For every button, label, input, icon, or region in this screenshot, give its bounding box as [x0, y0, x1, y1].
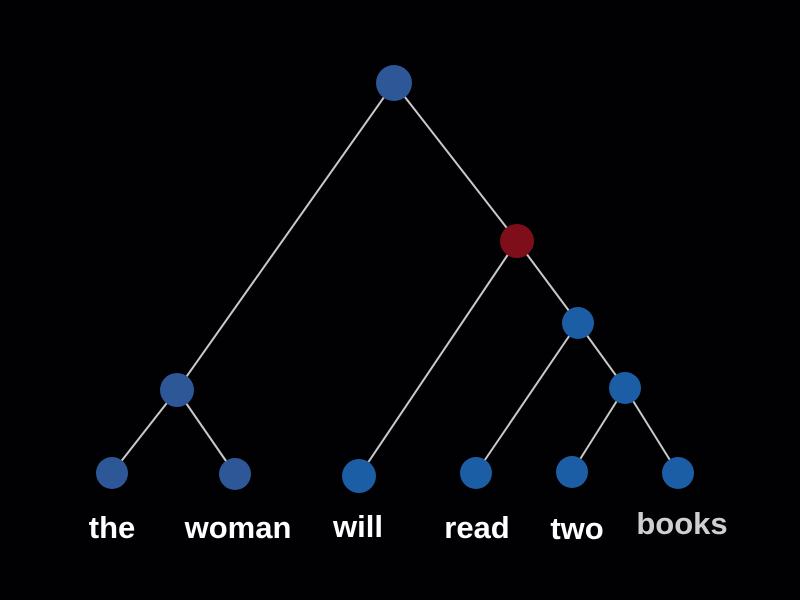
tree-node-leaf-will	[342, 459, 376, 493]
word-label-read: read	[444, 510, 509, 545]
word-label-two: two	[550, 511, 603, 546]
word-label-will: will	[332, 509, 383, 544]
tree-edge-root-np-left	[176, 82, 395, 391]
tree-edge-aux-red-vp	[516, 240, 579, 324]
tree-node-leaf-books	[662, 457, 694, 489]
tree-node-aux-red	[500, 224, 534, 258]
word-label-woman: woman	[184, 510, 292, 545]
word-label-the: the	[89, 510, 136, 545]
tree-edge-vp-leaf-read	[475, 322, 579, 474]
tree-edge-np-left-leaf-the	[111, 389, 178, 474]
tree-edge-np-right-leaf-books	[624, 387, 679, 474]
tree-node-leaf-two	[556, 456, 588, 488]
tree-node-np-left	[160, 373, 194, 407]
tree-node-leaf-the	[96, 457, 128, 489]
tree-node-leaf-read	[460, 457, 492, 489]
tree-edge-np-left-leaf-woman	[176, 389, 236, 475]
tree-node-np-right	[609, 372, 641, 404]
tree-node-vp	[562, 307, 594, 339]
tree-node-leaf-woman	[219, 458, 251, 490]
tree-edge-np-right-leaf-two	[571, 387, 626, 473]
tree-node-root	[376, 65, 412, 101]
word-label-books: books	[636, 506, 727, 541]
tree-edge-aux-red-leaf-will	[358, 240, 518, 477]
tree-edge-root-aux-red	[393, 82, 518, 242]
